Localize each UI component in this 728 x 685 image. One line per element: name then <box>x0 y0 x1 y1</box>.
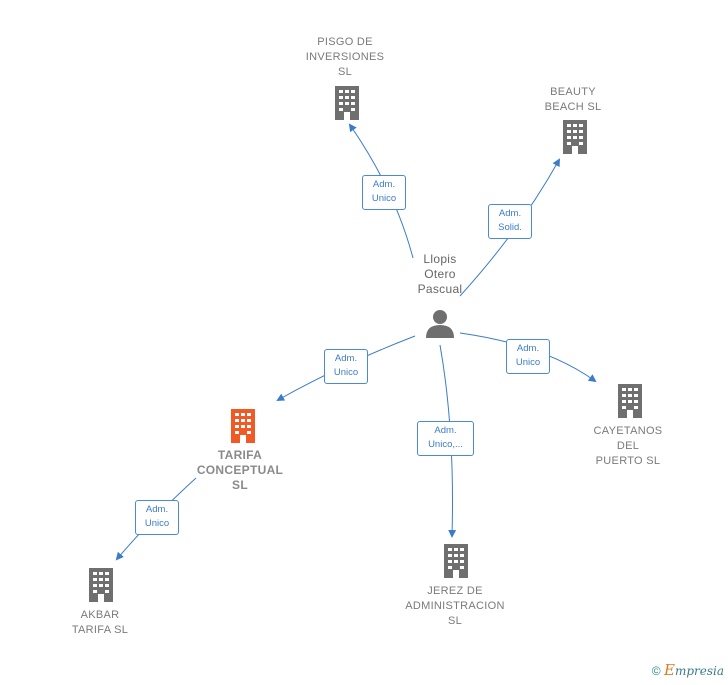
node-label-pisgo[interactable]: PISGO DE INVERSIONES SL <box>305 36 385 78</box>
brand-logo-text: mpresia <box>674 664 724 678</box>
brand-footer: © Empresia <box>652 661 724 679</box>
node-label-akbar[interactable]: AKBAR TARIFA SL <box>71 609 129 636</box>
building-icon[interactable] <box>616 384 644 418</box>
copyright-icon: © <box>651 664 661 678</box>
building-icon[interactable] <box>561 120 589 154</box>
building-icon-focus[interactable] <box>229 409 257 443</box>
edge-label-jerez[interactable]: Adm. Unico,... <box>417 421 474 456</box>
node-label-tarifa[interactable]: TARIFA CONCEPTUAL SL <box>196 448 284 492</box>
node-label-jerez[interactable]: JEREZ DE ADMINISTRACION SL <box>405 585 505 627</box>
edge-label-pisgo[interactable]: Adm. Unico <box>362 175 406 210</box>
person-icon[interactable] <box>426 308 454 338</box>
node-label-cayetanos[interactable]: CAYETANOS DEL PUERTO SL <box>593 425 663 467</box>
edge-label-cayetanos[interactable]: Adm. Unico <box>506 339 550 374</box>
building-icon[interactable] <box>442 544 470 578</box>
edge-label-tarifa[interactable]: Adm. Unico <box>324 349 368 384</box>
brand-logo-letter: E <box>663 661 675 679</box>
building-icon[interactable] <box>87 568 115 602</box>
node-label-beauty[interactable]: BEAUTY BEACH SL <box>544 86 602 113</box>
center-person-label[interactable]: Llopis Otero Pascual <box>417 252 463 296</box>
edge-label-akbar[interactable]: Adm. Unico <box>135 500 179 535</box>
edge-label-beauty[interactable]: Adm. Solid. <box>488 204 532 239</box>
building-icon[interactable] <box>333 86 361 120</box>
